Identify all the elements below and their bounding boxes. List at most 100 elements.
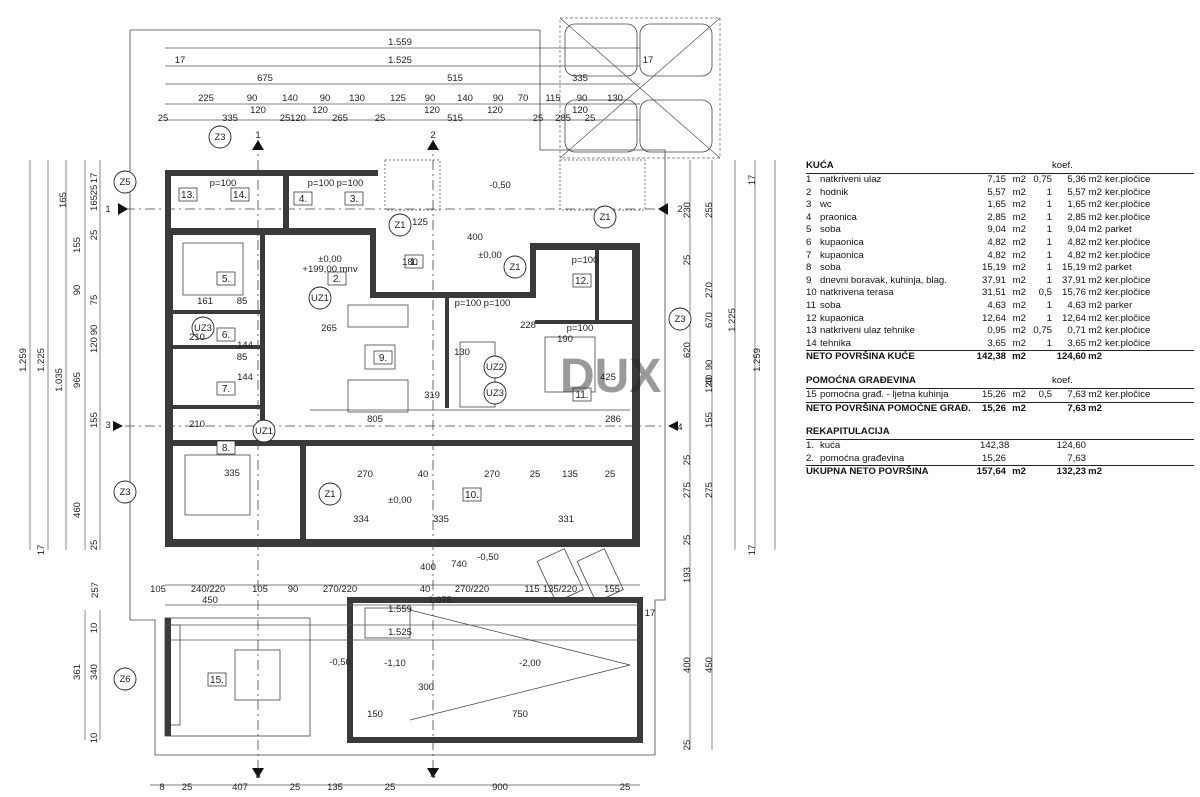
level-mark: -1,10 xyxy=(384,658,406,669)
reduced-area: 7,63 xyxy=(1067,452,1086,464)
reduced-area: 9,04 xyxy=(1067,224,1086,236)
reduced-area: 15,76 xyxy=(1061,287,1086,299)
room-number-box xyxy=(404,254,424,269)
section-number: 3 xyxy=(255,770,260,781)
row-number: 12 xyxy=(806,312,817,324)
room-dimension: 180 xyxy=(402,257,418,268)
window-tag: Z1 xyxy=(324,489,335,500)
section-number: 1 xyxy=(255,130,260,141)
row-number: 1 xyxy=(806,174,812,185)
dimension-text: 285 xyxy=(555,113,571,124)
room-dimension: p=100 xyxy=(572,255,599,266)
section-number: 4 xyxy=(430,770,435,781)
reduced-area: 4,82 xyxy=(1067,249,1086,261)
dimension-text: 120 xyxy=(424,105,440,116)
room-dimension: p=100 xyxy=(567,323,594,334)
window-tag-circle xyxy=(318,482,342,506)
dimension-text: 25 xyxy=(682,255,693,266)
room-number: 13. xyxy=(181,190,195,201)
sofa-icon xyxy=(347,304,409,328)
room-name: natkriveni ulaz tehnike xyxy=(820,325,915,337)
room-dimension: 144 xyxy=(237,340,253,351)
dimension-text: 115 xyxy=(524,584,539,595)
sofa-icon xyxy=(347,379,409,413)
reduced-area: 15,19 xyxy=(1061,262,1086,274)
parking-area xyxy=(559,17,721,159)
room-dimension: 750 xyxy=(512,709,528,720)
section-arrow-icon xyxy=(427,140,439,150)
dimension-text: 90 xyxy=(493,93,504,104)
dimension-text: 120 xyxy=(250,105,266,116)
floor-finish: ker.pločice xyxy=(1105,287,1151,299)
dimension-text: 120 xyxy=(290,113,306,124)
row-number: 2. xyxy=(806,452,815,464)
window-tag-circle xyxy=(503,255,527,279)
window-tag-circle xyxy=(191,316,215,340)
room-area: 1,65 xyxy=(987,199,1006,211)
dimension-text: 135/220 xyxy=(543,584,577,595)
room-dimension: 125 xyxy=(412,217,428,228)
window-tag: Z1 xyxy=(599,212,610,223)
dimension-text: 135 xyxy=(327,782,343,793)
section-total: NETO POVRŠINA POMOĆNE GRAĐ. 15,26 m2 7,6… xyxy=(806,401,1194,416)
dimension-text: 90 xyxy=(72,285,83,296)
window-tag-circle xyxy=(483,381,507,405)
window-tag: UZ3 xyxy=(486,388,504,399)
room-area: 37,91 xyxy=(981,274,1006,286)
room-number-box xyxy=(327,271,347,286)
room-dimension: 25 xyxy=(605,469,616,480)
bed-icon xyxy=(544,336,596,393)
level-mark: -0,50 xyxy=(477,552,499,563)
area-unit: m2 xyxy=(1012,325,1026,337)
room-number-box xyxy=(373,350,393,365)
dimension-text: 120 xyxy=(89,337,100,353)
room-number: 11. xyxy=(575,390,588,401)
section-number: 2 xyxy=(430,130,435,141)
room-number-box xyxy=(572,273,592,288)
room-dimension: 270 xyxy=(357,469,373,480)
window-tag: UZ1 xyxy=(311,293,329,304)
section-arrow-icon xyxy=(668,421,678,431)
dimension-text: 675 xyxy=(257,73,273,84)
floor-finish: parker xyxy=(1105,299,1133,311)
total-reduced: 7,63 xyxy=(1067,402,1086,414)
room-name: pomoćna građevina xyxy=(820,452,905,464)
dimension-text: 270 xyxy=(704,282,715,298)
dimension-text: 257 xyxy=(90,582,101,598)
total-unit2: m2 xyxy=(1088,351,1102,363)
dimension-text: 1.259 xyxy=(752,348,763,372)
dimension-text: 450 xyxy=(202,595,218,606)
room-dimension: 425 xyxy=(600,372,616,383)
room-area: 4,82 xyxy=(987,236,1006,248)
room-dimension: 335 xyxy=(224,468,240,479)
section-number: 4 xyxy=(677,422,682,433)
overall-dimension: 1.559 xyxy=(388,37,412,48)
room-number-box xyxy=(293,191,313,206)
total-unit2: m2 xyxy=(1088,466,1102,478)
reduced-area: 3,65 xyxy=(1067,337,1086,349)
dimension-text: 25 xyxy=(682,740,693,751)
coefficient: 1 xyxy=(1046,274,1052,286)
room-name: wc xyxy=(820,199,832,211)
coefficient: 0,5 xyxy=(1038,287,1052,299)
room-dimension: 300 xyxy=(418,682,434,693)
reduced-unit: m2 xyxy=(1088,186,1102,198)
window-tag: Z6 xyxy=(119,674,130,685)
area-unit: m2 xyxy=(1012,388,1026,400)
reduced-area: 124,60 xyxy=(1056,440,1086,452)
dimension-text: 90 xyxy=(320,93,331,104)
dimension-text: 515 xyxy=(447,113,463,124)
reduced-area: 12,64 xyxy=(1061,312,1086,324)
room-area: 4,82 xyxy=(987,249,1006,261)
dimension-lines xyxy=(29,47,776,786)
area-unit: m2 xyxy=(1012,312,1026,324)
dimension-text: 25 xyxy=(182,782,193,793)
dimension-text: 120 xyxy=(487,105,503,116)
table-icon xyxy=(364,344,396,370)
window-tag: Z3 xyxy=(119,487,130,498)
room-name: kuća xyxy=(820,440,841,452)
